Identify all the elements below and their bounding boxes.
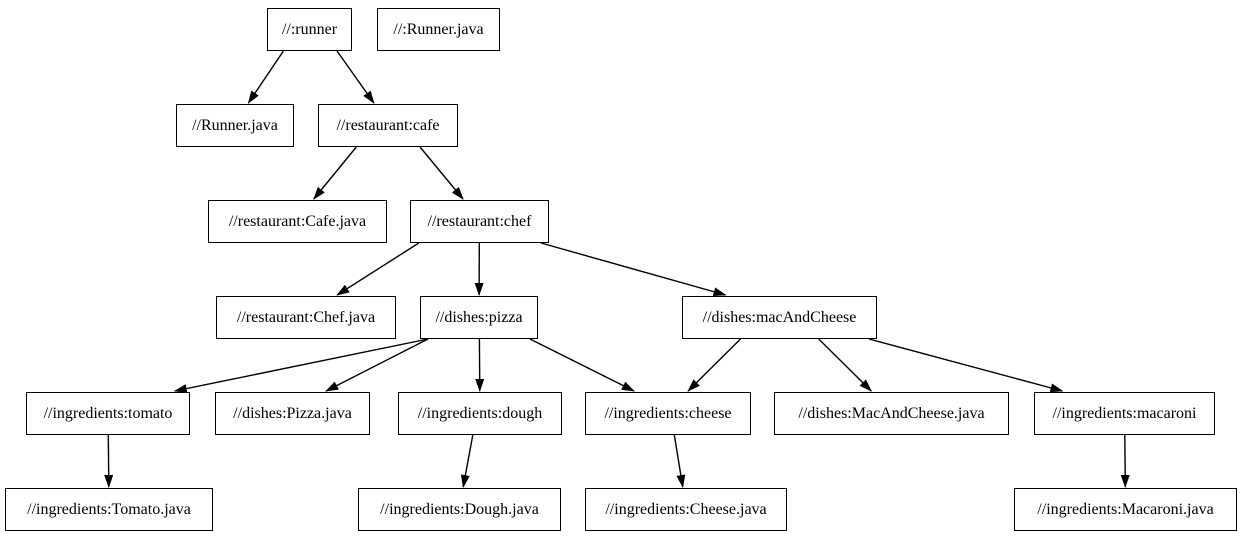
graph-node-runner-java-src: //:Runner.java xyxy=(377,8,500,51)
graph-node-macaroni-java: //ingredients:Macaroni.java xyxy=(1014,488,1237,531)
edge-runner-to-runner-java xyxy=(247,50,284,104)
edge-macandcheese-to-macaroni xyxy=(868,338,1064,393)
edge-macandcheese-to-macandcheese-java xyxy=(818,338,873,392)
graph-node-cafe-java: //restaurant:Cafe.java xyxy=(208,200,387,243)
graph-node-cafe: //restaurant:cafe xyxy=(318,104,458,147)
graph-node-macandcheese: //dishes:macAndCheese xyxy=(682,296,877,339)
edge-cheese-to-cheese-java xyxy=(673,434,686,488)
graph-node-dough: //ingredients:dough xyxy=(398,392,562,435)
edge-macandcheese-to-cheese xyxy=(687,338,741,392)
edge-chef-to-macandcheese xyxy=(540,242,727,297)
graph-node-chef: //restaurant:chef xyxy=(410,200,549,243)
edge-chef-to-chef-java xyxy=(336,242,420,296)
edge-pizza-to-tomato xyxy=(173,338,429,393)
graph-node-cheese-java: //ingredients:Cheese.java xyxy=(585,488,787,531)
graph-node-pizza-java: //dishes:Pizza.java xyxy=(215,392,370,435)
graph-node-dough-java: //ingredients:Dough.java xyxy=(358,488,561,531)
edge-pizza-to-cheese xyxy=(529,338,635,392)
edge-cafe-to-cafe-java xyxy=(313,146,357,200)
graph-node-tomato: //ingredients:tomato xyxy=(26,392,190,435)
edge-tomato-to-tomato-java xyxy=(104,434,114,488)
graph-node-chef-java: //restaurant:Chef.java xyxy=(216,296,396,339)
edge-cafe-to-chef xyxy=(419,146,464,200)
graph-node-runner: //:runner xyxy=(267,8,352,51)
graph-node-macandcheese-java: //dishes:MacAndCheese.java xyxy=(774,392,1009,435)
edge-pizza-to-pizza-java xyxy=(325,338,429,392)
graph-node-macaroni: //ingredients:macaroni xyxy=(1034,392,1215,435)
graph-node-cheese: //ingredients:cheese xyxy=(585,392,751,435)
edge-dough-to-dough-java xyxy=(460,434,474,488)
graph-node-runner-java: //Runner.java xyxy=(176,104,294,147)
graph-node-tomato-java: //ingredients:Tomato.java xyxy=(5,488,213,531)
edge-runner-to-cafe xyxy=(336,50,375,104)
graph-node-pizza: //dishes:pizza xyxy=(420,296,538,339)
edge-macaroni-to-macaroni-java xyxy=(1120,434,1130,488)
